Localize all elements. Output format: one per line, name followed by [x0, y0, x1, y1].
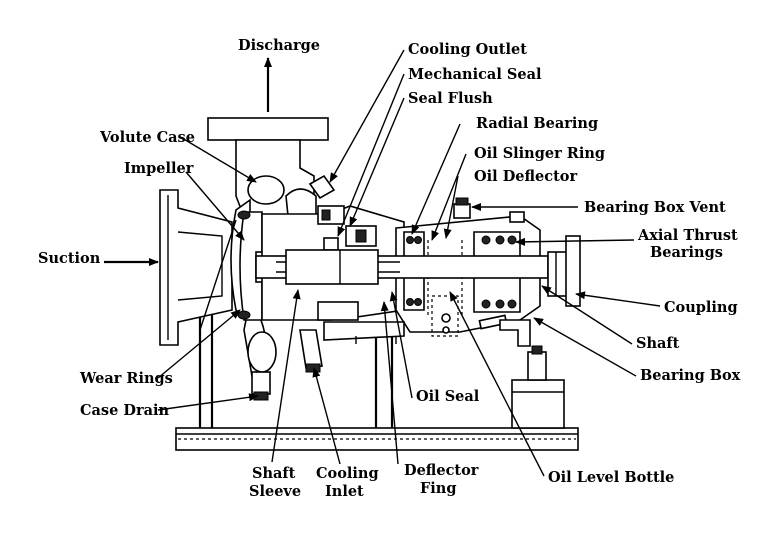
label-case-drain: Case Drain: [80, 402, 169, 419]
label-suction: Suction: [38, 250, 101, 267]
label-oil-level-bottle: Oil Level Bottle: [548, 469, 674, 486]
label-volute-case: Volute Case: [99, 129, 195, 146]
base-plate: [175, 427, 579, 451]
label-bearing-box: Bearing Box: [640, 367, 741, 384]
shaft: [255, 249, 549, 285]
label-shaft-sleeve-line2: Sleeve: [249, 483, 301, 500]
bearing-box-vent: [453, 197, 525, 223]
cooling-outlet-pipe: [308, 174, 336, 200]
label-seal-flush: Seal Flush: [408, 90, 493, 107]
label-bearing-box-vent: Bearing Box Vent: [584, 199, 726, 216]
label-discharge: Discharge: [238, 37, 320, 54]
label-oil-seal: Oil Seal: [416, 388, 480, 405]
suction-flange: [159, 189, 233, 346]
label-shaft-sleeve-line1: Shaft: [252, 465, 296, 482]
label-deflector-fing-line1: Deflector: [404, 462, 479, 479]
label-impeller: Impeller: [124, 160, 194, 177]
label-oil-slinger-ring: Oil Slinger Ring: [474, 145, 605, 162]
labels: Discharge Cooling Outlet Mechanical Seal…: [38, 37, 741, 500]
label-shaft: Shaft: [636, 335, 680, 352]
label-cooling-outlet: Cooling Outlet: [408, 41, 527, 58]
label-deflector-fing-line2: Fing: [420, 480, 456, 497]
label-cooling-inlet-line1: Cooling: [316, 465, 379, 482]
label-oil-deflector: Oil Deflector: [474, 168, 577, 185]
oil-level-bottle: [511, 345, 565, 429]
coupling: [547, 235, 581, 307]
label-cooling-inlet-line2: Inlet: [325, 483, 364, 500]
cooling-inlet-pipe: [299, 329, 323, 373]
label-radial-bearing: Radial Bearing: [476, 115, 598, 132]
axial-thrust-bearings: [481, 235, 517, 309]
leader-lines: [157, 49, 661, 477]
radial-bearing: [406, 236, 422, 306]
label-mechanical-seal: Mechanical Seal: [408, 66, 542, 83]
label-wear-rings: Wear Rings: [79, 370, 173, 387]
label-axial-thrust-line2: Bearings: [650, 244, 723, 261]
label-coupling: Coupling: [664, 299, 738, 316]
label-axial-thrust-line1: Axial Thrust: [637, 227, 738, 244]
